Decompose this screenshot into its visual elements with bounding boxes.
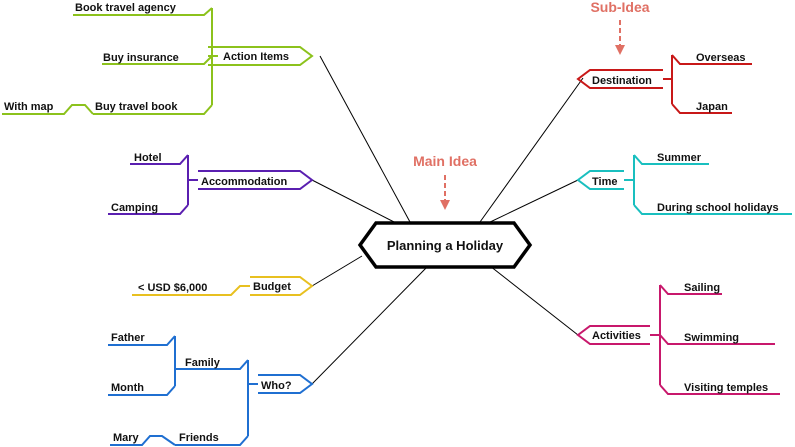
link-sailing <box>659 284 722 295</box>
branch-destination <box>576 54 752 114</box>
link-temples <box>659 384 780 395</box>
buy-book-label[interactable]: Buy travel book <box>95 101 178 113</box>
link-buy-book <box>93 104 213 115</box>
summer-label[interactable]: Summer <box>657 152 702 164</box>
link-swimming <box>659 334 775 345</box>
family-label[interactable]: Family <box>185 357 221 369</box>
family-fork <box>174 336 182 386</box>
temples-label[interactable]: Visiting temples <box>684 382 768 394</box>
link-friends <box>175 435 249 446</box>
budget-label[interactable]: Budget <box>253 281 291 293</box>
who-label[interactable]: Who? <box>261 380 292 392</box>
link-with-map <box>2 104 94 115</box>
swimming-label[interactable]: Swimming <box>684 332 739 344</box>
destination-label[interactable]: Destination <box>592 75 652 87</box>
time-topic-shape[interactable] <box>576 170 624 190</box>
link-school-holidays <box>633 204 792 215</box>
link-mary <box>110 435 176 446</box>
link-book-agency <box>73 7 213 16</box>
link-overseas <box>671 54 752 65</box>
connector-action-items <box>319 55 411 223</box>
with-map-label[interactable]: With map <box>4 101 54 113</box>
connector-activities <box>489 265 579 336</box>
time-label[interactable]: Time <box>592 176 617 188</box>
accommodation-topic-shape[interactable] <box>198 170 314 190</box>
connector-who <box>311 265 429 385</box>
branch-budget <box>132 276 314 296</box>
month-label[interactable]: Month <box>111 382 144 394</box>
action-items-label[interactable]: Action Items <box>223 51 289 63</box>
accommodation-label[interactable]: Accommodation <box>201 176 287 188</box>
branch-who <box>108 335 314 446</box>
sub-idea-arrow <box>615 20 625 55</box>
link-japan <box>671 103 732 114</box>
activities-topic-shape[interactable] <box>576 325 650 345</box>
center-topic-label[interactable]: Planning a Holiday <box>387 238 504 253</box>
connector-accommodation <box>311 179 399 225</box>
budget-topic-shape[interactable] <box>250 276 314 296</box>
hotel-label[interactable]: Hotel <box>134 152 162 164</box>
book-agency-label[interactable]: Book travel agency <box>75 2 177 14</box>
connector-destination <box>479 77 584 223</box>
budget-amount-label[interactable]: < USD $6,000 <box>138 282 207 294</box>
main-idea-arrow <box>440 175 450 210</box>
link-father <box>108 335 176 346</box>
link-budget-amount <box>132 285 250 296</box>
destination-topic-shape[interactable] <box>576 69 663 89</box>
sailing-label[interactable]: Sailing <box>684 282 720 294</box>
connector-budget <box>311 255 363 287</box>
branch-accommodation <box>108 154 314 215</box>
overseas-label[interactable]: Overseas <box>696 52 746 64</box>
action-items-topic-shape[interactable] <box>208 46 314 66</box>
branch-action-items <box>2 7 314 115</box>
link-month <box>108 385 176 396</box>
link-hotel <box>130 154 189 165</box>
main-idea-annotation: Main Idea <box>413 153 477 169</box>
branch-time <box>576 154 792 215</box>
mary-label[interactable]: Mary <box>113 432 140 444</box>
link-camping <box>108 204 189 215</box>
link-summer <box>633 154 709 165</box>
father-label[interactable]: Father <box>111 332 145 344</box>
branch-activities <box>576 284 780 395</box>
center-connectors <box>311 55 584 385</box>
link-family <box>182 359 249 370</box>
sub-idea-annotation: Sub-Idea <box>590 0 649 15</box>
who-topic-shape[interactable] <box>258 374 314 394</box>
school-holidays-label[interactable]: During school holidays <box>657 202 779 214</box>
link-buy-insurance <box>102 55 213 65</box>
japan-label[interactable]: Japan <box>696 101 728 113</box>
center-topic-shape[interactable] <box>357 221 533 269</box>
activities-label[interactable]: Activities <box>592 330 641 342</box>
camping-label[interactable]: Camping <box>111 202 158 214</box>
buy-insurance-label[interactable]: Buy insurance <box>103 52 179 64</box>
friends-label[interactable]: Friends <box>179 432 219 444</box>
connector-time <box>485 179 579 225</box>
